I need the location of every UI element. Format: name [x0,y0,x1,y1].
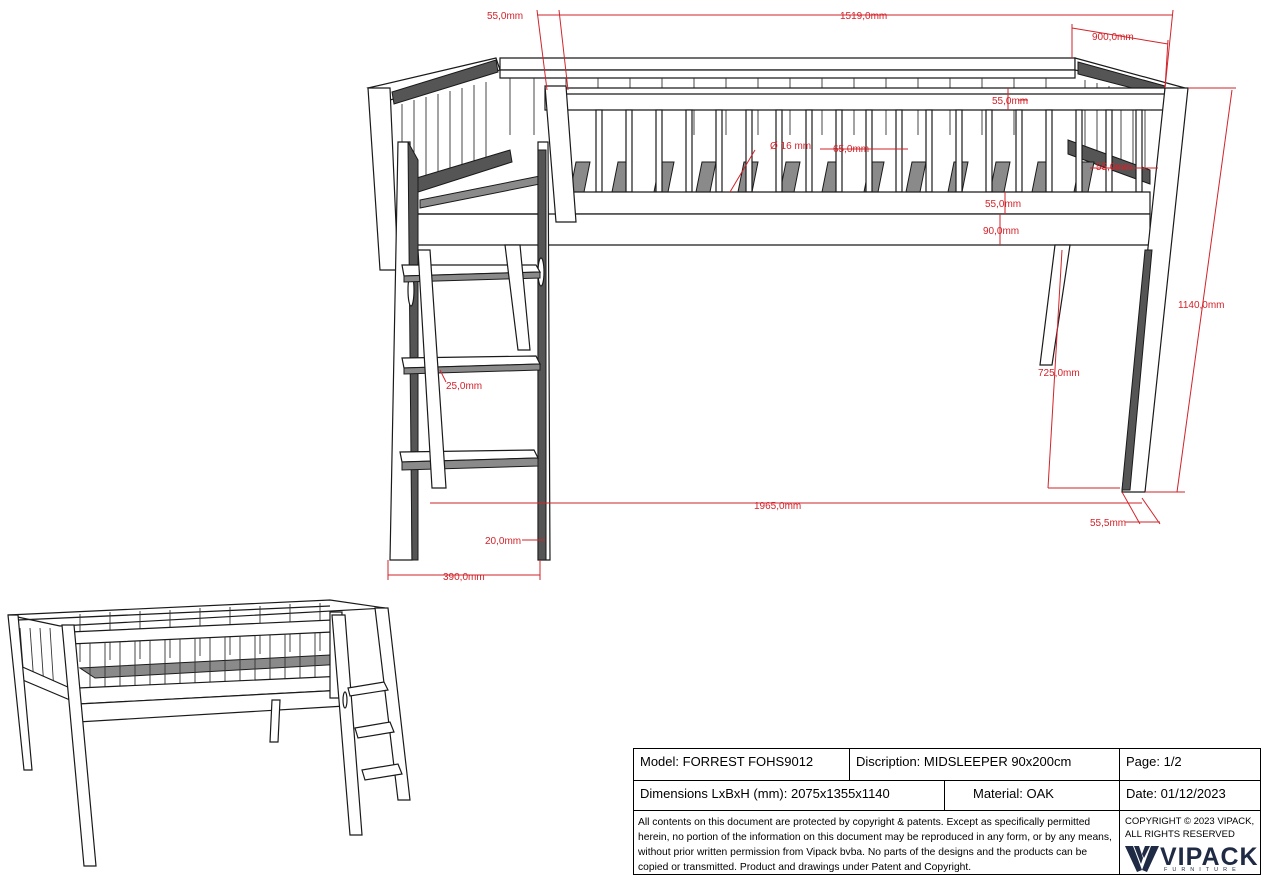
isometric-bed-view [7,599,411,867]
dim-spindle-diameter: Ø 16 mm [770,141,811,152]
logo-name: VIPACK [1160,843,1259,871]
dim-length-inner: 1519,0mm [840,11,887,22]
dim-width: 900,0mm [1092,32,1134,43]
dim-step-thickness: 25,0mm [446,381,482,392]
main-bed-drawing [366,57,1189,561]
dim-total-length: 1965,0mm [754,501,801,512]
dim-top-offset: 55,0mm [487,11,523,22]
vipack-logo-icon [1125,846,1159,872]
dim-spindle-gap: 65,0mm [833,144,869,155]
dim-ladder-depth: 390,0mm [443,572,485,583]
copyright-notice: COPYRIGHT © 2023 VIPACK, ALL RIGHTS RESE… [1125,816,1255,840]
dim-rail-height-top: 55,0mm [992,96,1028,107]
legal-notice: All contents on this document are protec… [634,811,1120,874]
vipack-logo: VIPACK FURNITURE [1122,843,1260,874]
material-cell: Material: OAK [945,781,1120,811]
logo-subtitle: FURNITURE [1164,867,1241,873]
dimension-lines: 55,0mm 1519,0mm 900,0mm 55,0mm Ø 16 mm 6… [387,9,1236,583]
dim-ladder-thickness: 20,0mm [485,536,521,547]
dim-small-right: 55,0mm [1096,162,1132,173]
page-cell: Page: 1/2 [1120,749,1260,781]
title-block: Model: FORREST FOHS9012 Discription: MID… [633,748,1261,875]
dimensions-cell: Dimensions LxBxH (mm): 2075x1355x1140 [634,781,945,811]
dim-underbed-height: 725,0mm [1038,368,1080,379]
dim-rail-height-bottom: 55,0mm [985,199,1021,210]
description-cell: Discription: MIDSLEEPER 90x200cm [850,749,1120,781]
dim-beam-height: 90,0mm [983,226,1019,237]
date-cell: Date: 01/12/2023 [1120,781,1260,811]
dim-leg-offset: 55,5mm [1090,518,1126,529]
model-cell: Model: FORREST FOHS9012 [634,749,850,781]
dim-total-height: 1140,0mm [1178,300,1225,311]
